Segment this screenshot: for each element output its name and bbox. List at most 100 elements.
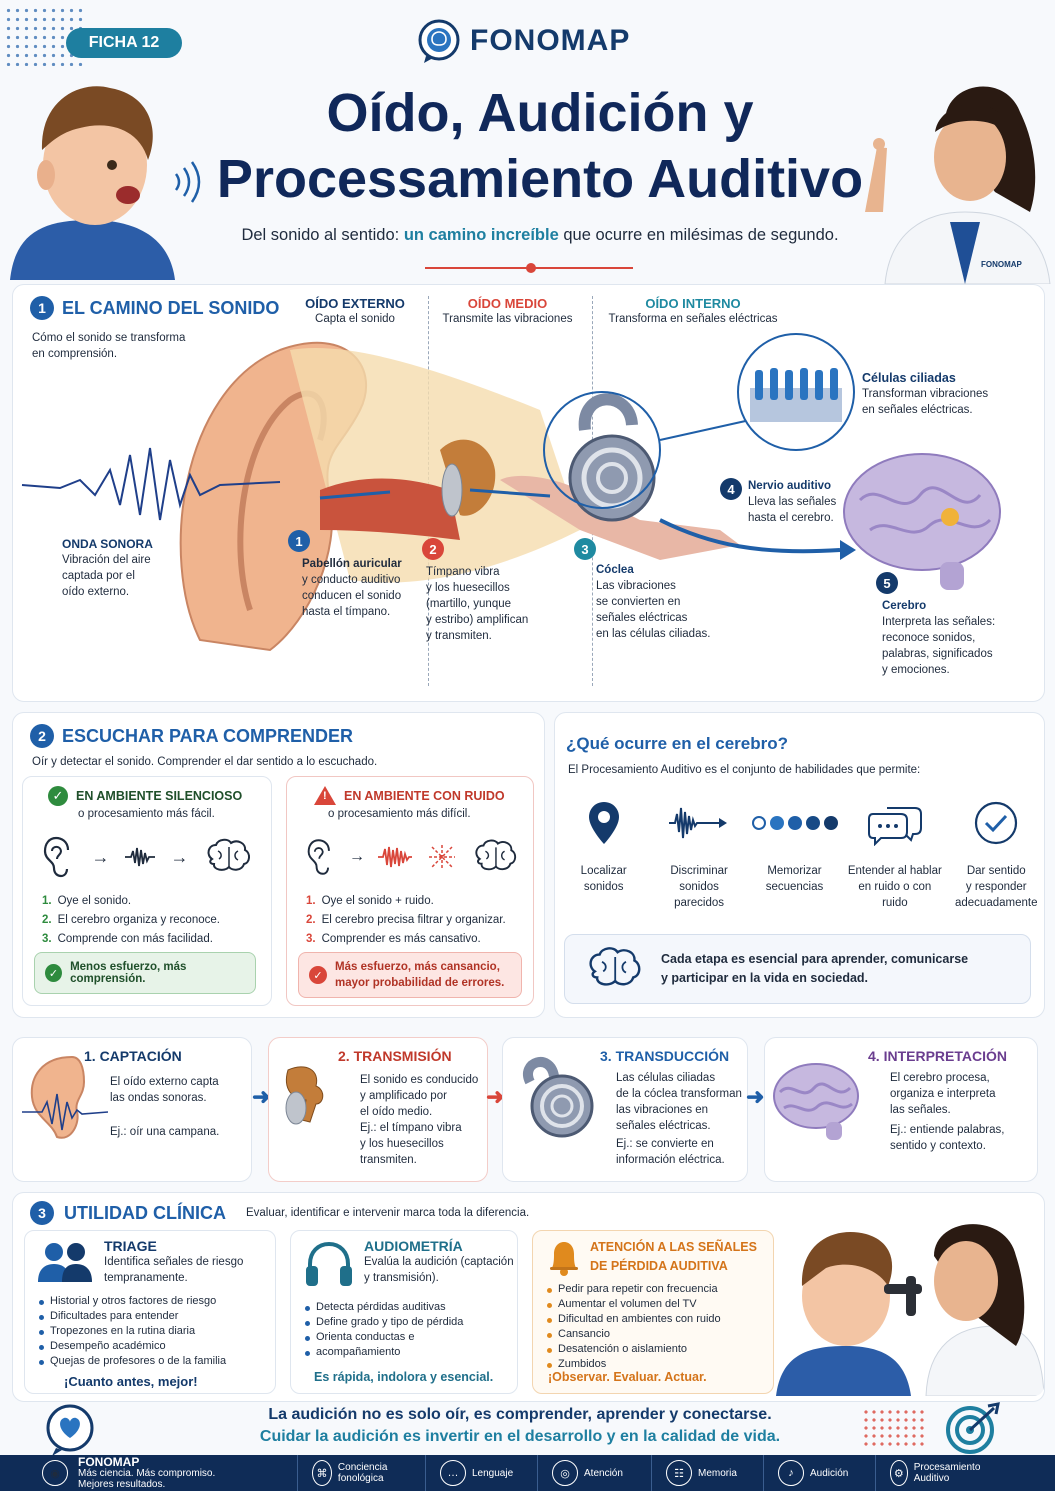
scatter-arrows-icon xyxy=(429,845,455,869)
step-3-label: 3 Cóclea Las vibraciones se convierten e… xyxy=(574,538,710,642)
sound-wave-label: ONDA SONORA Vibración del aire captada p… xyxy=(62,537,153,598)
people-icon xyxy=(38,1243,92,1282)
cochlea-icon xyxy=(523,1057,594,1138)
dot-pattern xyxy=(862,1408,928,1448)
footer-item-procesamiento[interactable]: ⚙Procesamiento Auditivo xyxy=(876,1455,996,1491)
arrow-icon: → xyxy=(91,846,110,867)
step-1-label: 1 Pabellón auricular y conducto auditivo… xyxy=(288,530,402,620)
noise-flow: → xyxy=(306,836,518,878)
footer-brand: ◉ FONOMAP Más ciencia. Más compromiso. M… xyxy=(0,1455,298,1491)
brain-panel-desc: El Procesamiento Auditivo es el conjunto… xyxy=(568,764,921,776)
checkmark-circle-icon xyxy=(975,801,1018,845)
wave-icon xyxy=(125,847,155,867)
check-circle-icon: ✓ xyxy=(309,966,327,984)
list-item: Desatención o aislamiento xyxy=(546,1342,721,1357)
triage-cta: ¡Cuanto antes, mejor! xyxy=(64,1374,198,1389)
quiet-result-badge: ✓ Menos esfuerzo, más comprensión. xyxy=(34,952,256,994)
list-item: Aumentar el volumen del TV xyxy=(546,1297,721,1312)
section-title: EL CAMINO DEL SONIDO xyxy=(62,297,280,318)
ficha-badge: FICHA 12 xyxy=(66,28,182,58)
boy-illustration xyxy=(0,70,200,280)
ear-icon: ♪ xyxy=(778,1460,804,1486)
headphones-icon xyxy=(306,1241,352,1286)
target-icon: ◎ xyxy=(552,1460,578,1486)
sound-waves-icon xyxy=(174,161,201,203)
ear-exam-illustration xyxy=(776,1196,1044,1396)
audiometry-heading: AUDIOMETRÍA Evalúa la audición (captació… xyxy=(364,1238,514,1284)
brain-icon xyxy=(207,838,250,871)
list-item: Define grado y tipo de pérdida xyxy=(304,1315,463,1330)
title-line-1: Oído, Audición y xyxy=(326,83,754,143)
audiometry-card xyxy=(290,1230,518,1394)
page-subtitle: Del sonido al sentido: un camino increíb… xyxy=(241,226,839,244)
brain-bubble-icon: ◉ xyxy=(42,1460,68,1486)
chat-bubbles-icon xyxy=(867,807,922,847)
brain-illustration-icon xyxy=(773,1063,859,1140)
ear-icon xyxy=(307,839,330,875)
section2-header: 2 ESCUCHAR PARA COMPRENDER xyxy=(30,724,353,748)
process-arrow: ➜ xyxy=(252,1084,271,1109)
ear-region-middle: OÍDO MEDIO Transmite las vibraciones xyxy=(442,296,573,325)
subtitle-highlight: un camino increíble xyxy=(403,226,559,244)
quiet-header: ✓ EN AMBIENTE SILENCIOSO xyxy=(48,786,242,806)
warning-icon: ! xyxy=(314,786,336,805)
footer-bar: ◉ FONOMAP Más ciencia. Más compromiso. M… xyxy=(0,1455,1055,1491)
ossicles-icon xyxy=(285,1066,324,1125)
bell-icon xyxy=(550,1242,578,1276)
signals-heading: ATENCIÓN A LAS SEÑALES DE PÉRDIDA AUDITI… xyxy=(590,1240,757,1273)
section3-header: 3 UTILIDAD CLÍNICA Evaluar, identificar … xyxy=(30,1201,529,1225)
quiet-flow: → → xyxy=(42,836,252,878)
sound-wave-arrow-icon xyxy=(669,807,728,839)
doctor-illustration: FONOMAP xyxy=(855,62,1055,284)
brain-panel-title: ¿Qué ocurre en el cerebro? xyxy=(566,734,789,753)
list-item: 3.Comprender es más cansativo. xyxy=(306,933,481,945)
brain-bubble-icon xyxy=(418,19,460,63)
audiometry-list: Detecta pérdidas auditivas Define grado … xyxy=(304,1300,463,1360)
list-item: Pedir para repetir con frecuencia xyxy=(546,1282,721,1297)
arrow-icon: → xyxy=(170,846,189,867)
brain-icon xyxy=(475,839,517,871)
location-pin-icon xyxy=(588,802,619,844)
noisy-wave-icon xyxy=(378,846,412,868)
footer-item-conciencia[interactable]: ⌘Conciencia fonológica xyxy=(298,1455,426,1491)
list-item: Quejas de profesores o de la familia xyxy=(38,1354,226,1369)
check-circle-icon: ✓ xyxy=(45,964,63,982)
closing-message: La audición no es solo oír, es comprende… xyxy=(259,1406,781,1445)
list-item: 2.El cerebro precisa filtrar y organizar… xyxy=(306,914,506,926)
list-item: 1.Oye el sonido + ruido. xyxy=(306,895,434,907)
list-item: Tropezones en la rutina diaria xyxy=(38,1324,226,1339)
section1-desc: Cómo el sonido se transforma en comprens… xyxy=(32,332,186,360)
list-item: 3.Comprende con más facilidad. xyxy=(42,933,213,945)
noise-sub: o procesamiento más difícil. xyxy=(328,808,471,820)
process-arrow: ➜ xyxy=(486,1084,505,1109)
outer-ear-icon xyxy=(22,1055,108,1139)
step-4-label: 4 Nervio auditivo Lleva las señales hast… xyxy=(720,478,836,526)
quiet-sub: o procesamiento más fácil. xyxy=(78,808,215,820)
noise-result-badge: ✓ Más esfuerzo, más cansancio, mayor pro… xyxy=(298,952,522,998)
ear-anatomy-illustration xyxy=(21,333,1001,652)
coat-logo: FONOMAP xyxy=(981,260,1023,269)
process-4-text: 4. INTERPRETACIÓN El cerebro procesa,org… xyxy=(868,1048,1007,1152)
footer-item-lenguaje[interactable]: …Lenguaje xyxy=(426,1455,538,1491)
heart-logo-icon xyxy=(46,1404,94,1456)
quiet-steps-list: 1.Oye el sonido. 2.El cerebro organiza y… xyxy=(42,892,220,949)
signals-list: Pedir para repetir con frecuencia Aument… xyxy=(546,1282,721,1372)
brand-logo: FONOMAP xyxy=(416,18,630,64)
footer-item-audicion[interactable]: ♪Audición xyxy=(764,1455,876,1491)
list-item: acompañamiento xyxy=(304,1345,463,1360)
section1-header: 1 EL CAMINO DEL SONIDO xyxy=(30,296,279,320)
noise-header: ! EN AMBIENTE CON RUIDO xyxy=(314,786,505,805)
list-item: Desempeño académico xyxy=(38,1339,226,1354)
hair-cells-label: Células ciliadas Transforman vibraciones… xyxy=(862,371,989,416)
footer-item-memoria[interactable]: ☷Memoria xyxy=(652,1455,764,1491)
list-item: 1.Oye el sonido. xyxy=(42,895,132,907)
footer-item-atencion[interactable]: ◎Atención xyxy=(538,1455,652,1491)
page-title: Oído, Audición y Processamiento Auditivo xyxy=(200,80,880,212)
sequence-dots-icon xyxy=(752,816,839,830)
